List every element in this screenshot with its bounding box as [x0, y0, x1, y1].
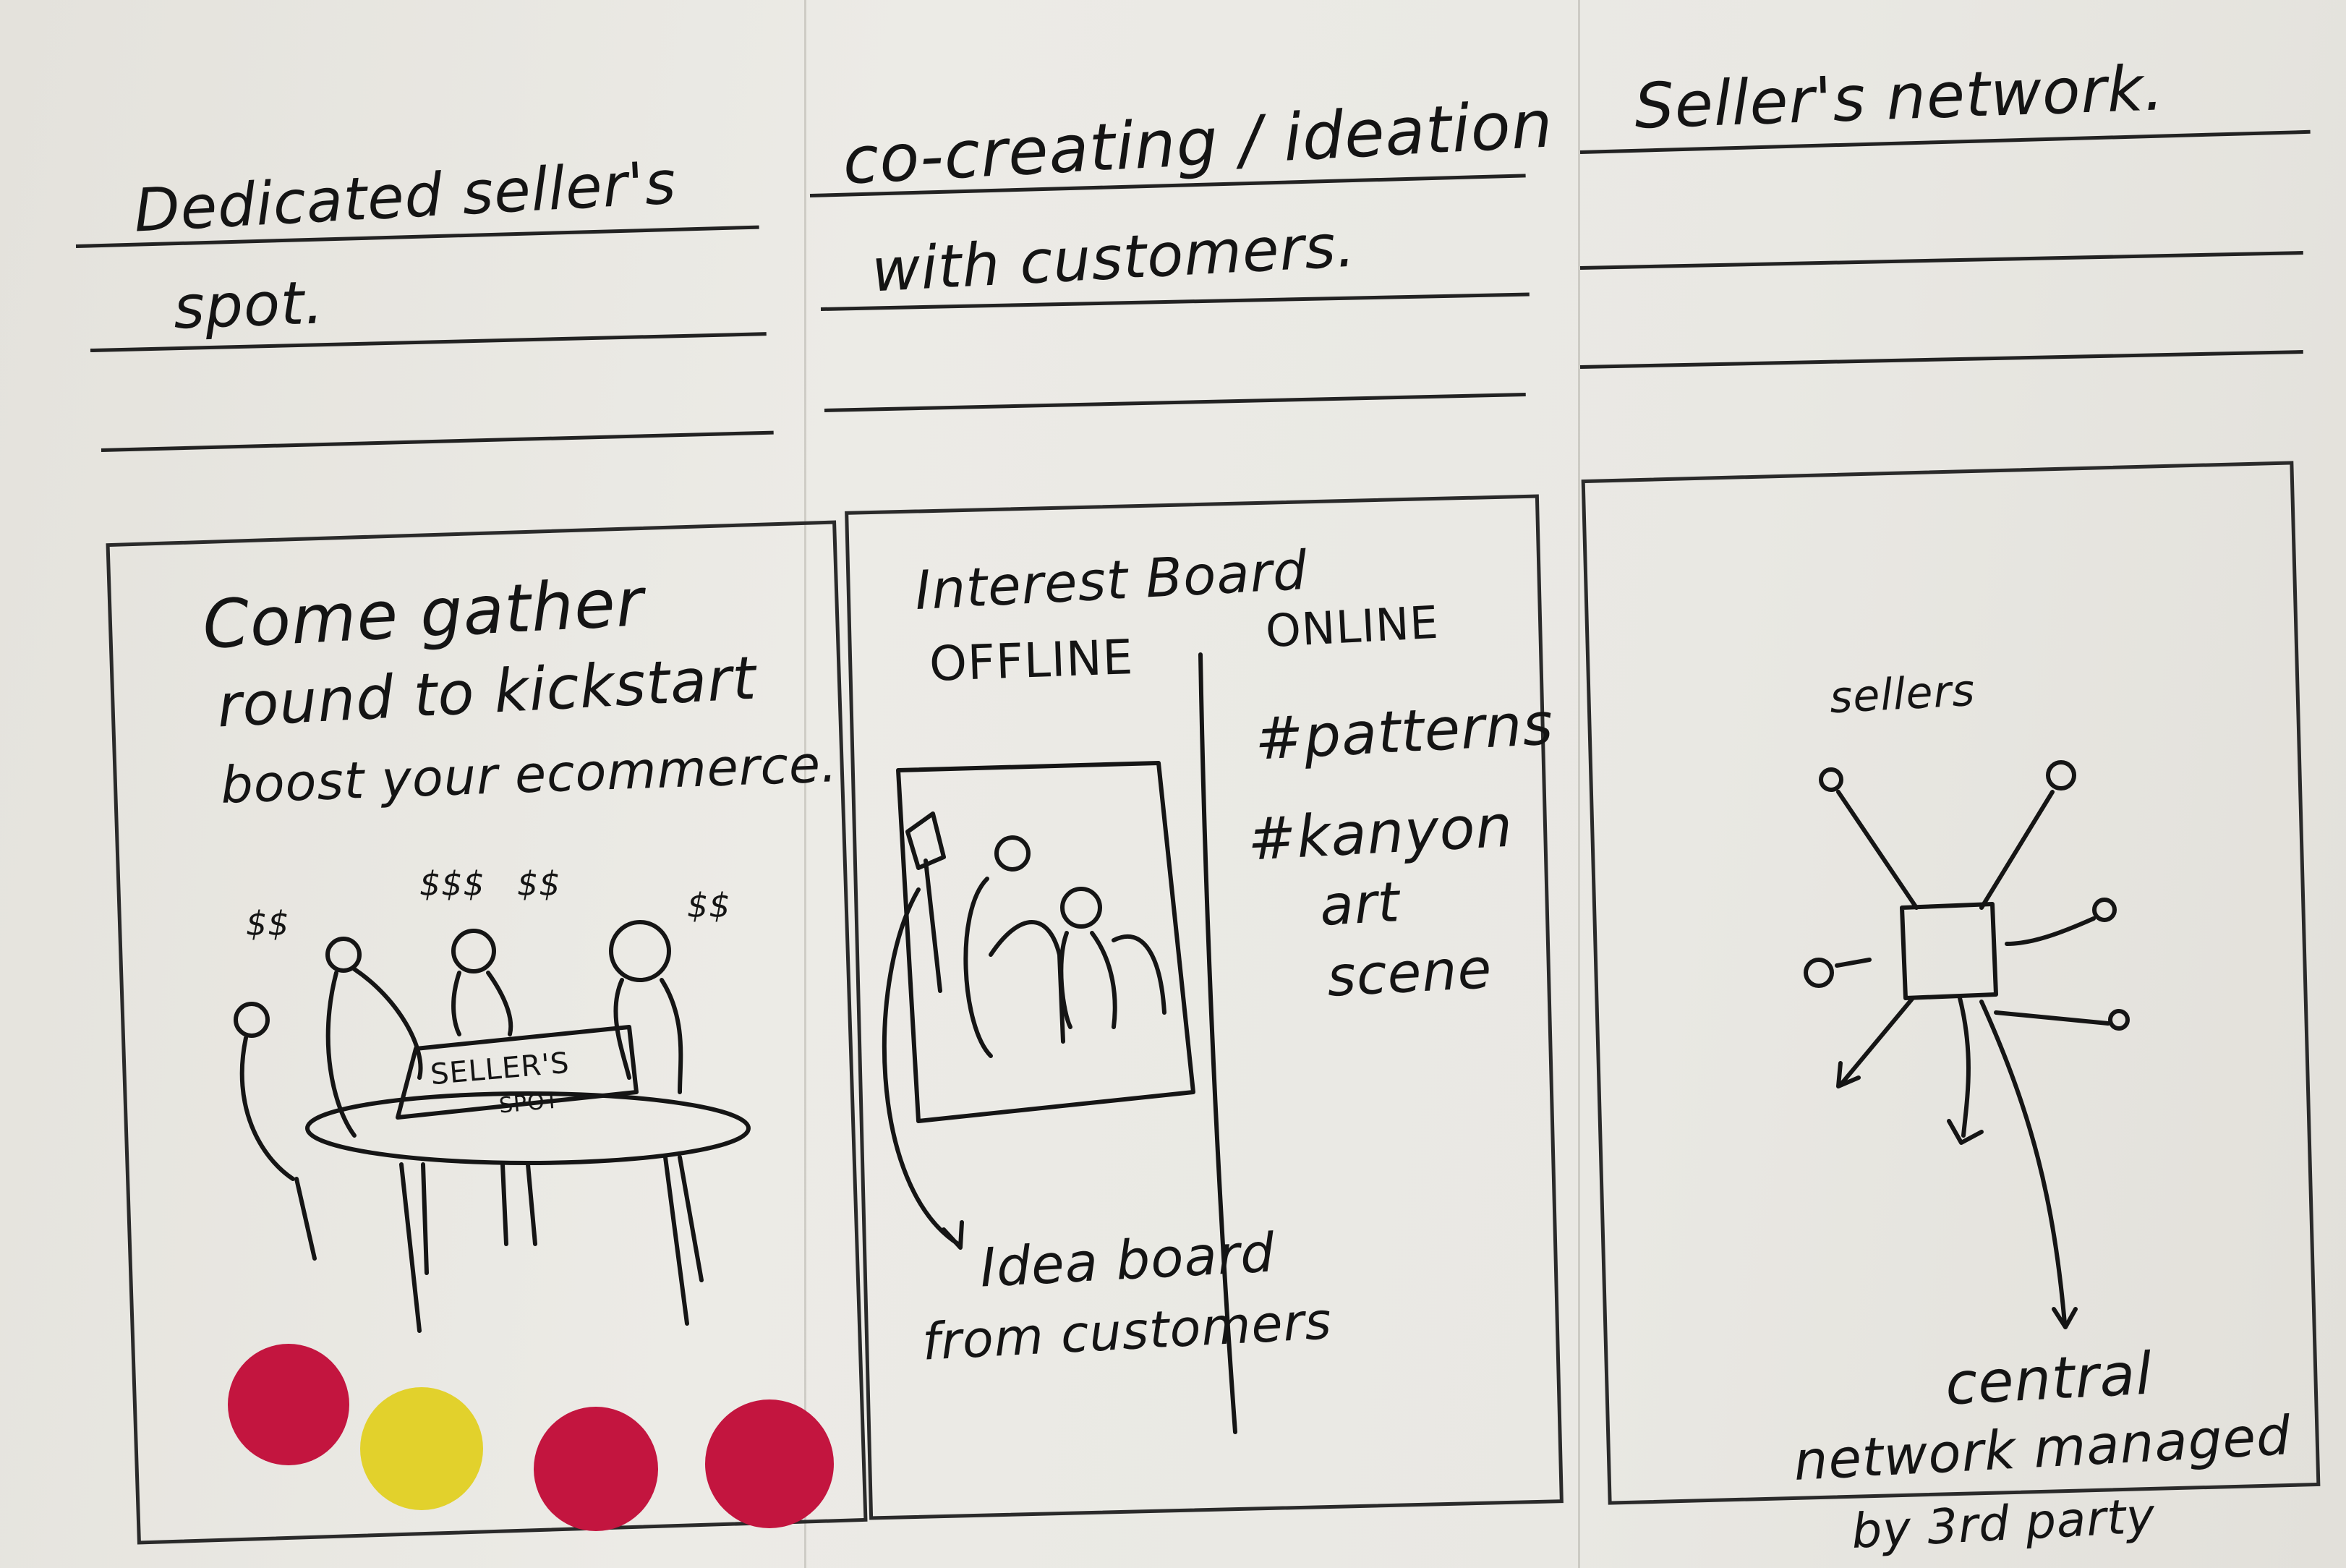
sheet-fold — [1578, 0, 1580, 1568]
sellers-label: sellers — [1828, 665, 1977, 724]
sheet-fold — [804, 0, 806, 1568]
caption-rule — [1579, 350, 2303, 369]
sign-text: SPOT — [498, 1088, 560, 1119]
caption-line: spot. — [172, 268, 325, 343]
central-note: central — [1943, 1339, 2154, 1418]
caption-line: with customers. — [869, 211, 1357, 306]
vote-dot-red — [534, 1407, 658, 1531]
hashtag: #kanyon — [1245, 792, 1515, 874]
money-mark: $$$ — [419, 864, 485, 903]
vote-dot-yellow — [360, 1387, 483, 1510]
caption-line: Seller's network. — [1633, 52, 2166, 143]
money-mark: $$ — [246, 904, 290, 943]
caption-rule — [1579, 251, 2303, 270]
money-mark: $$ — [687, 886, 731, 925]
hashtag: scene — [1325, 936, 1494, 1009]
caption-rule — [824, 392, 1526, 412]
idea-board-sketch — [882, 652, 1237, 1434]
people-table-sketch — [234, 920, 751, 1333]
vote-dot-red — [228, 1344, 349, 1465]
money-mark: $$ — [517, 864, 561, 903]
vote-dot-red — [705, 1399, 834, 1528]
caption-rule — [101, 430, 774, 452]
online-label: ONLINE — [1264, 595, 1441, 658]
network-sketch — [1804, 760, 2130, 1329]
central-note: by 3rd party — [1850, 1488, 2157, 1559]
hashtag: art — [1318, 869, 1402, 938]
